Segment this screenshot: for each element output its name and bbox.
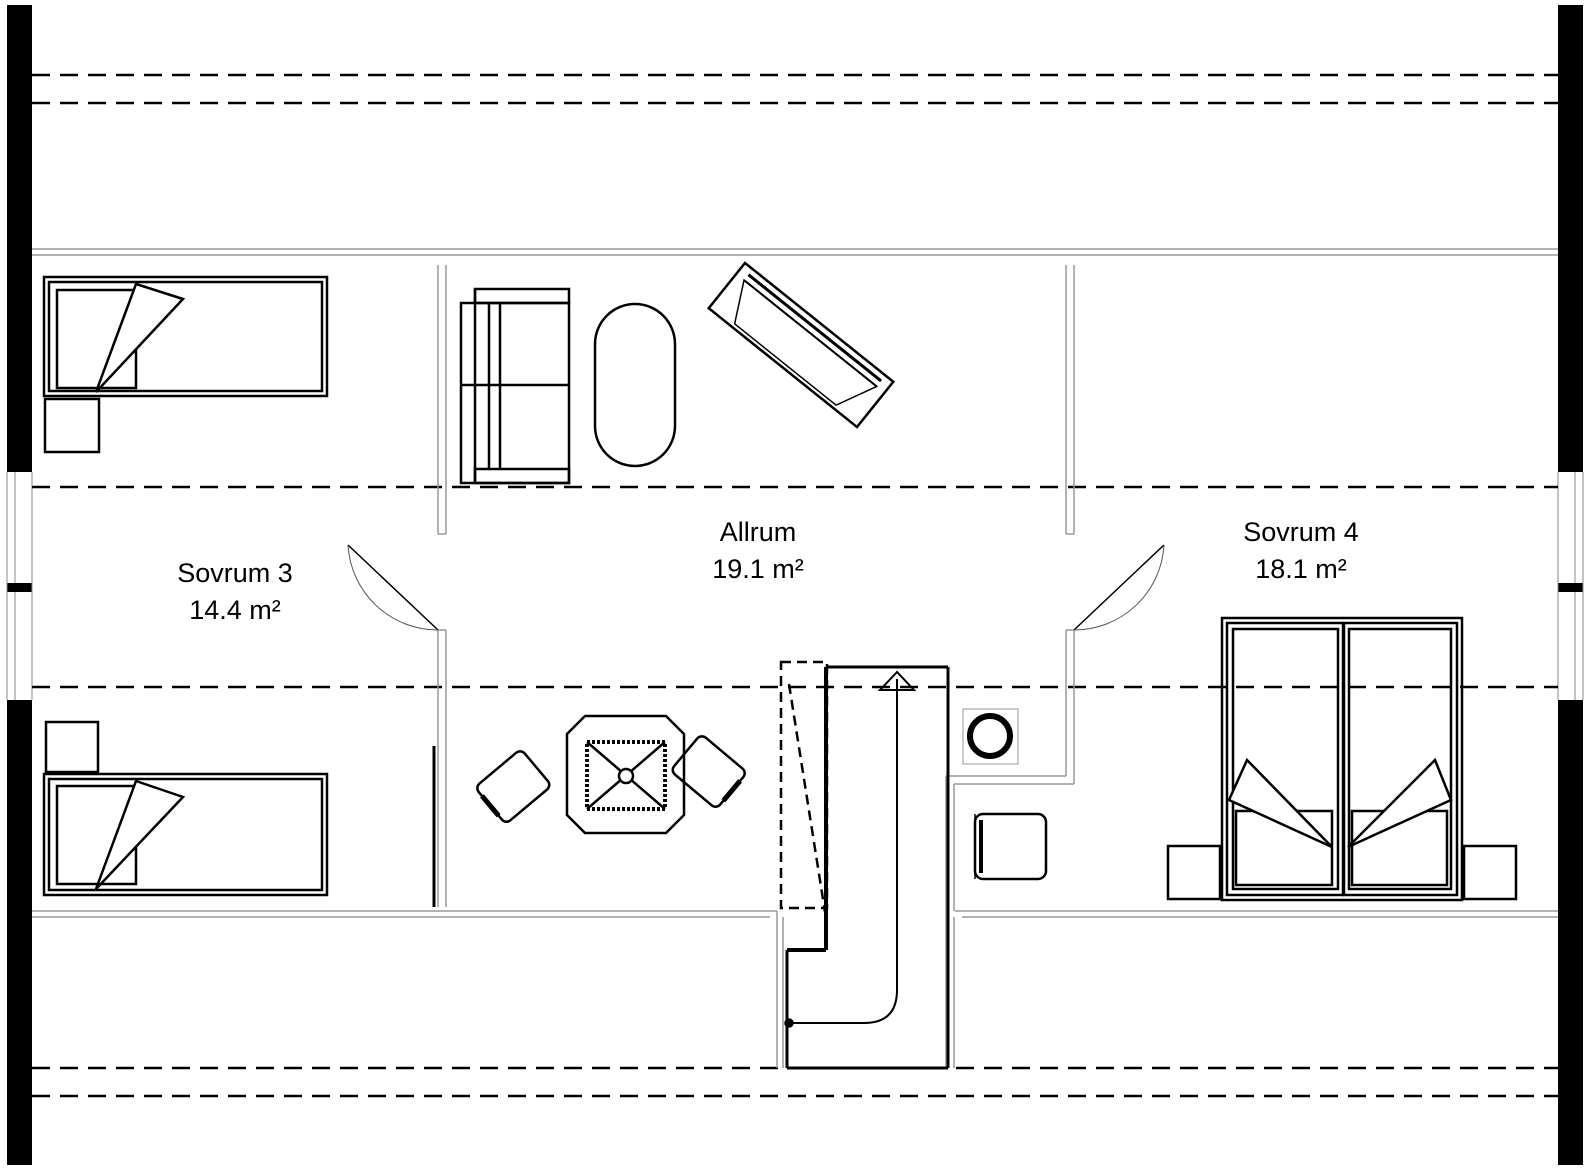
knee-wall-bottom [32, 910, 1558, 918]
tv-bench [706, 261, 896, 429]
nightstand [1166, 844, 1222, 901]
knee-wall-top [32, 248, 1558, 256]
armchair [973, 812, 1048, 881]
window-left [6, 472, 33, 700]
room-name: Allrum [719, 517, 797, 547]
nightstand [44, 720, 100, 774]
coffee-table [593, 302, 677, 468]
room-area: 18.1 m² [1255, 554, 1347, 584]
nightstand [1462, 844, 1518, 901]
bed-top-left [42, 275, 329, 398]
floor-lamp [962, 708, 1019, 765]
room-label-sovrum-4: Sovrum 4 18.1 m² [1201, 514, 1401, 588]
double-bed [1220, 616, 1464, 902]
partition-walls [437, 265, 1075, 1068]
staircase [779, 660, 950, 1070]
room-area: 19.1 m² [712, 554, 804, 584]
room-name: Sovrum 3 [177, 558, 293, 588]
room-label-sovrum-3: Sovrum 3 14.4 m² [135, 555, 335, 629]
room-name: Sovrum 4 [1243, 517, 1359, 547]
door-sovrum-3[interactable] [347, 544, 439, 631]
door-sovrum-4[interactable] [1073, 544, 1165, 631]
roof-slope-lines [32, 73, 1558, 1098]
window-right [1557, 472, 1584, 700]
table-with-chairs [476, 714, 746, 835]
gable-walls [7, 5, 1583, 1165]
room-area: 14.4 m² [189, 595, 281, 625]
nightstand [43, 397, 101, 454]
room-label-allrum: Allrum 19.1 m² [658, 514, 858, 588]
bed-bottom-left [42, 772, 329, 897]
sofa [459, 287, 571, 485]
